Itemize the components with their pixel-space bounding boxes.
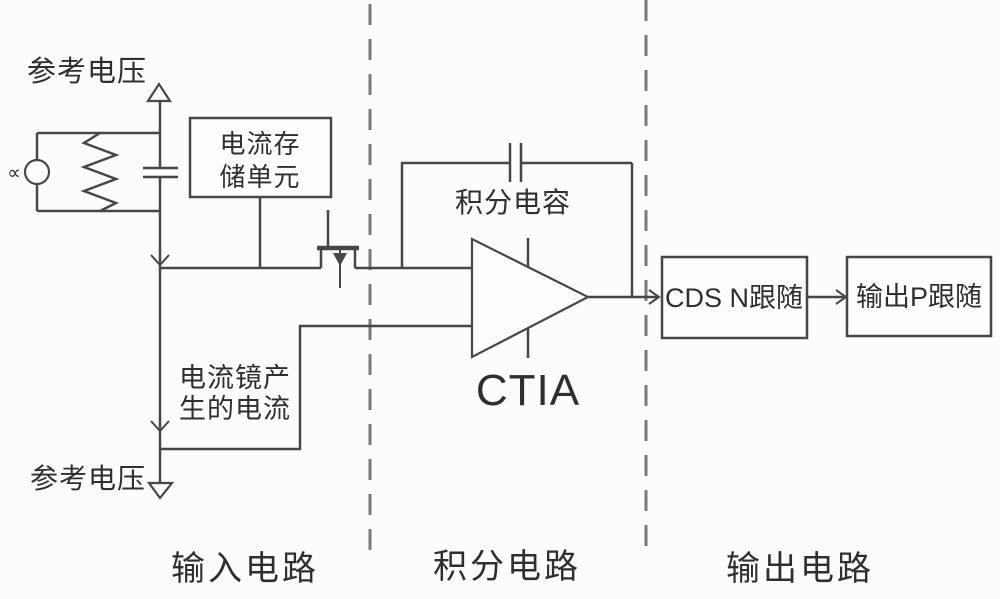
integration-capacitor-label: 积分电容	[455, 187, 571, 218]
current-mirror-note-line1: 电流镜产	[179, 363, 291, 393]
ctia-label: CTIA	[476, 366, 580, 415]
arrow-down-icon	[146, 481, 175, 500]
arrow-up-icon	[145, 81, 173, 103]
current-storage-box	[188, 116, 333, 199]
resistor-icon	[80, 131, 120, 213]
current-arrow-icon	[150, 254, 170, 267]
reference-voltage-top-label: 参考电压	[27, 55, 147, 88]
current-storage-unit	[188, 116, 333, 268]
cds-follower-label: CDS N跟随	[665, 283, 803, 313]
amplifier-triangle-icon	[470, 237, 591, 359]
section-label-input: 输入电路	[171, 550, 319, 588]
output-follower-box	[845, 255, 993, 338]
proportional-symbol: ∝	[7, 163, 21, 184]
reference-voltage-bottom-label: 参考电压	[30, 463, 146, 494]
current-mirror-note-line2: 生的电流	[179, 394, 291, 424]
ctia-amplifier	[470, 237, 591, 359]
output-follower-label: 输出P跟随	[856, 282, 982, 312]
arrow-right-icon	[648, 289, 661, 305]
current-storage-label-line1: 电流存	[219, 129, 300, 159]
lower-input-wire	[160, 324, 472, 451]
feedback-loop	[400, 143, 634, 297]
section-label-output: 输出电路	[726, 550, 874, 588]
output-chain	[588, 255, 993, 340]
reference-rail	[143, 81, 178, 500]
capacitor-icon	[143, 166, 178, 179]
current-storage-label-line2: 储单元	[219, 162, 300, 192]
current-arrow-icon	[150, 420, 170, 433]
input-source-network	[23, 131, 160, 213]
integration-capacitor-icon	[508, 143, 523, 182]
mosfet-icon	[317, 210, 359, 288]
cds-follower-box	[660, 255, 809, 340]
section-label-integration: 积分电路	[433, 548, 581, 586]
current-source-icon	[23, 158, 51, 186]
